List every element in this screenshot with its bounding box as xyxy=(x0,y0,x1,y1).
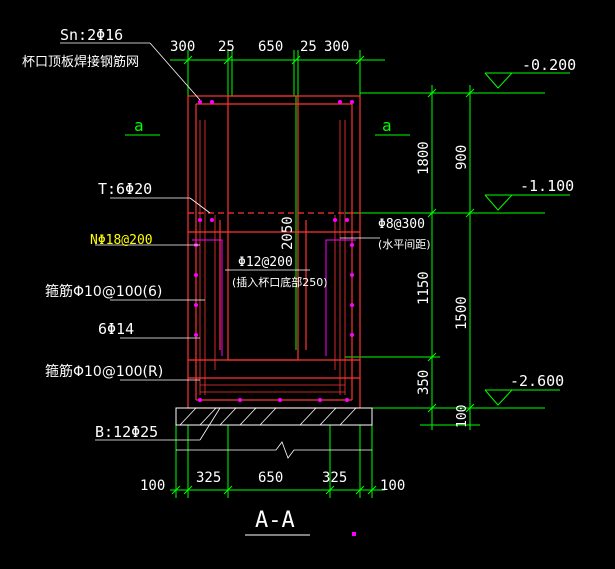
dimension-texts: 300 25 650 25 300 100 325 650 325 100 18… xyxy=(140,39,470,494)
dim-top-5: 300 xyxy=(324,39,349,55)
rebar-labels: Sn:2Φ16 杯口顶板焊接钢筋网 T:6Φ20 NΦ18@200 箍筋Φ10@… xyxy=(22,26,431,441)
dim-right-1150: 1150 xyxy=(416,271,432,305)
dim-bottom-5: 100 xyxy=(380,478,405,494)
label-phi8: Φ8@300 xyxy=(378,217,425,232)
section-title-group: A-A xyxy=(245,508,356,536)
dim-right-900: 900 xyxy=(454,145,470,170)
section-mark-right: a xyxy=(382,116,392,135)
label-cup-mesh: 杯口顶板焊接钢筋网 xyxy=(22,54,139,70)
elevation-texts: -0.200 -1.100 -2.600 xyxy=(510,56,576,390)
dimension-lines xyxy=(125,50,570,498)
dim-right-1800: 1800 xyxy=(416,141,432,175)
dim-bottom-3: 650 xyxy=(258,470,283,486)
elevation-mid: -1.100 xyxy=(520,177,574,195)
elevation-top: -0.200 xyxy=(522,56,576,74)
dim-bottom-2: 325 xyxy=(196,470,221,486)
dim-center-2050: 2050 xyxy=(280,216,296,250)
label-stirrup-bottom: 箍筋Φ10@100(R) xyxy=(45,363,163,380)
dim-right-1500: 1500 xyxy=(454,296,470,330)
section-title: A-A xyxy=(255,508,295,533)
label-t-bars: T:6Φ20 xyxy=(98,180,152,198)
label-sn: Sn:2Φ16 xyxy=(60,26,123,44)
label-phi12-note: (插入杯口底部250) xyxy=(232,275,328,289)
label-n-bars: NΦ18@200 xyxy=(90,233,153,248)
dim-bottom-4: 325 xyxy=(322,470,347,486)
elevation-bottom: -2.600 xyxy=(510,372,564,390)
rebar-dots xyxy=(194,100,354,402)
label-side-bars: 6Φ14 xyxy=(98,320,134,338)
rebar-mesh xyxy=(199,120,346,395)
cup-stirrups xyxy=(192,239,356,356)
base-pad xyxy=(175,407,373,459)
dim-right-100: 100 xyxy=(455,405,470,428)
dim-top-1: 300 xyxy=(170,39,195,55)
label-phi12: Φ12@200 xyxy=(238,255,293,270)
dim-top-2: 25 xyxy=(218,39,235,55)
leader-lines xyxy=(60,42,380,441)
label-stirrup-top: 箍筋Φ10@100(6) xyxy=(45,283,162,300)
label-phi8-note: (水平间距) xyxy=(378,238,431,251)
section-mark-left: a xyxy=(134,116,144,135)
dim-right-350: 350 xyxy=(416,370,432,395)
dim-bottom-1: 100 xyxy=(140,478,165,494)
label-b-bars: B:12Φ25 xyxy=(95,423,158,441)
dim-top-3: 650 xyxy=(258,39,283,55)
concrete-outline xyxy=(187,95,361,409)
dim-top-4: 25 xyxy=(300,39,317,55)
